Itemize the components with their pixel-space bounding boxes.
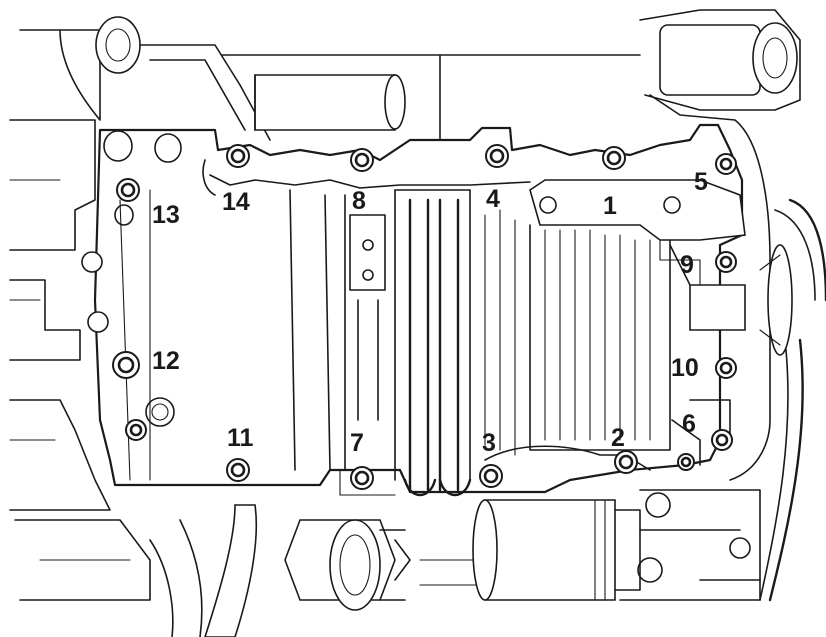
bolt-head-extra [125,419,147,441]
bolt-head-12 [112,351,140,379]
label-bolt-12: 12 [152,347,180,375]
label-bolt-7: 7 [350,429,364,457]
bolt-head-14 [226,144,250,168]
bolt-labels: 1 2 3 4 5 6 7 8 9 10 11 12 13 14 [152,168,708,457]
label-bolt-10: 10 [671,354,699,382]
label-bolt-5: 5 [694,168,708,196]
bolt-head-extra-2 [677,453,695,471]
bolt-head-11 [226,458,250,482]
bolt-head-7 [350,466,374,490]
bolt-head-4 [485,144,509,168]
bolt-head-1 [602,146,626,170]
label-bolt-4: 4 [486,185,500,213]
label-bolt-6: 6 [682,410,696,438]
bolt-heads [112,144,737,490]
label-bolt-11: 11 [227,424,254,452]
oil-pan [81,123,746,497]
label-bolt-2: 2 [611,424,625,452]
engine-background [9,9,826,637]
label-bolt-3: 3 [482,429,496,457]
label-bolt-8: 8 [352,187,366,215]
label-bolt-14: 14 [222,188,250,216]
bolt-head-8 [350,148,374,172]
label-bolt-13: 13 [152,201,180,229]
bolt-head-6 [711,429,733,451]
bolt-head-9 [715,251,737,273]
bolt-head-2 [614,450,638,474]
label-bolt-9: 9 [680,251,694,279]
bolt-head-13 [116,178,140,202]
bolt-head-10 [715,357,737,379]
label-bolt-1: 1 [603,192,617,220]
bolt-head-5 [715,153,737,175]
bolt-head-3 [479,464,503,488]
